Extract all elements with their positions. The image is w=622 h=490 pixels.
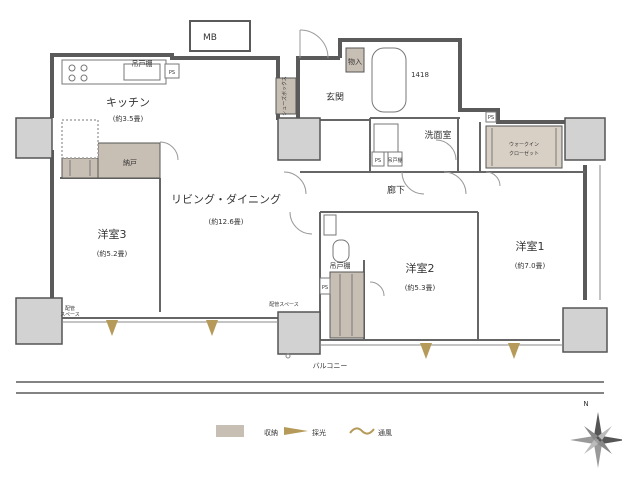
label-hanging-cupboard-3: 吊戸棚: [330, 261, 351, 270]
label-western1-size: (約7.0畳): [515, 261, 546, 270]
label-western3: 洋室3: [98, 227, 127, 241]
closet-w2: [329, 271, 365, 339]
pillar-center-upper: [277, 117, 321, 161]
label-balcony: バルコニー: [313, 362, 348, 370]
light-marker-w2: [420, 343, 432, 359]
wall-entrance-top: [296, 56, 340, 120]
label-western1: 洋室1: [516, 239, 545, 253]
door-wash: [401, 171, 425, 195]
kitchen-fixtures: [61, 59, 180, 159]
label-living: リビング・ダイニング: [171, 192, 281, 206]
corridor-cabinet: [323, 214, 337, 236]
burner-1: [68, 64, 76, 72]
label-ps-kitchen: PS: [169, 70, 175, 76]
ps-box-kitchen: [164, 63, 180, 79]
legend-wind-label: 通風: [378, 428, 392, 437]
label-hanging-cupboard-1: 吊戸棚: [132, 59, 153, 68]
pillar-left-lower: [15, 297, 63, 345]
legend-light-icon: [284, 427, 308, 435]
legend-storage-label: 収納: [264, 428, 278, 437]
washbasin: [373, 123, 399, 153]
label-western2-size: (約5.3畳): [405, 283, 436, 292]
pillar-left-upper: [15, 117, 53, 159]
door-bath: [435, 139, 457, 161]
legend: [216, 425, 375, 437]
label-hanging-cupboard-2: 吊戸棚: [387, 157, 402, 164]
label-entrance: 玄関: [326, 91, 344, 103]
burner-2: [80, 64, 88, 72]
legend-light-label: 採光: [312, 428, 326, 437]
ps-box-toilet: [319, 277, 331, 295]
closet-w3: [61, 157, 99, 179]
label-ps-toilet: PS: [322, 285, 328, 291]
label-walkin-1: ウォークイン: [509, 141, 539, 148]
shoe-box-area: [275, 77, 297, 115]
wall-top-left: [50, 53, 280, 120]
label-kitchen-size: (約3.5畳): [113, 114, 144, 123]
pillar-right-upper: [564, 117, 606, 161]
windows: [62, 165, 601, 346]
doors: [159, 29, 501, 297]
wall-top-right: [338, 38, 565, 124]
door-pantry: [159, 141, 179, 161]
label-kitchen: キッチン: [106, 96, 150, 109]
closet-hatching: [69, 128, 557, 336]
compass-icon: [570, 412, 622, 468]
pantry-area: [97, 142, 161, 179]
label-storage-small: 物入: [348, 57, 362, 66]
burner-3: [68, 74, 76, 82]
light-marker-w1: [508, 343, 520, 359]
ps-box-wash: [371, 151, 385, 167]
bath-fixtures: [319, 47, 497, 295]
label-washroom: 洗面室: [424, 129, 451, 141]
door-entrance: [299, 29, 329, 59]
label-shoe-box: シューズボックス: [281, 76, 288, 116]
label-western3-size: (約5.2畳): [97, 249, 128, 258]
door-w1: [443, 171, 467, 195]
compass-n-label: N: [583, 400, 588, 408]
storage-box-wash: [387, 151, 403, 167]
label-pipe-space-2: スペース: [60, 312, 79, 318]
label-pipe-space-ld: 配管スペース: [269, 301, 298, 308]
light-marker-ld: [206, 320, 218, 336]
balcony-drain: [285, 353, 291, 359]
pillar-center-lower: [277, 311, 321, 355]
legend-wind-icon: [349, 427, 375, 435]
label-mb: MB: [203, 33, 217, 43]
fridge-space: [61, 119, 99, 159]
light-marker-w3: [106, 320, 118, 336]
burner-4: [80, 74, 88, 82]
pillars: [15, 117, 608, 355]
label-dim-1418: 1418: [411, 71, 429, 79]
toilet: [332, 239, 350, 263]
storage-areas: [61, 47, 563, 339]
label-pipe-space-1: 配管: [65, 305, 75, 312]
label-ps-hall: PS: [488, 115, 494, 121]
mb-box: [189, 20, 251, 52]
door-w2: [289, 211, 313, 235]
light-markers: [106, 320, 520, 359]
legend-storage-swatch: [216, 425, 244, 437]
label-living-size: (約12.6畳): [208, 217, 243, 226]
sink: [123, 63, 161, 81]
small-storage-area: [345, 47, 365, 73]
label-ps-wash: PS: [375, 158, 381, 164]
label-corridor: 廊下: [387, 184, 405, 196]
ps-box-hall: [485, 111, 497, 123]
label-western2: 洋室2: [406, 261, 435, 275]
pillar-right-lower: [562, 307, 608, 353]
bathtub: [371, 47, 407, 113]
walkin-area: [485, 125, 563, 169]
door-living: [283, 171, 307, 195]
label-walkin-2: クローゼット: [509, 150, 539, 157]
label-pantry: 納戸: [123, 158, 137, 167]
door-closet-w2: [369, 281, 385, 297]
door-walkin: [485, 171, 501, 187]
walls: [16, 20, 604, 394]
